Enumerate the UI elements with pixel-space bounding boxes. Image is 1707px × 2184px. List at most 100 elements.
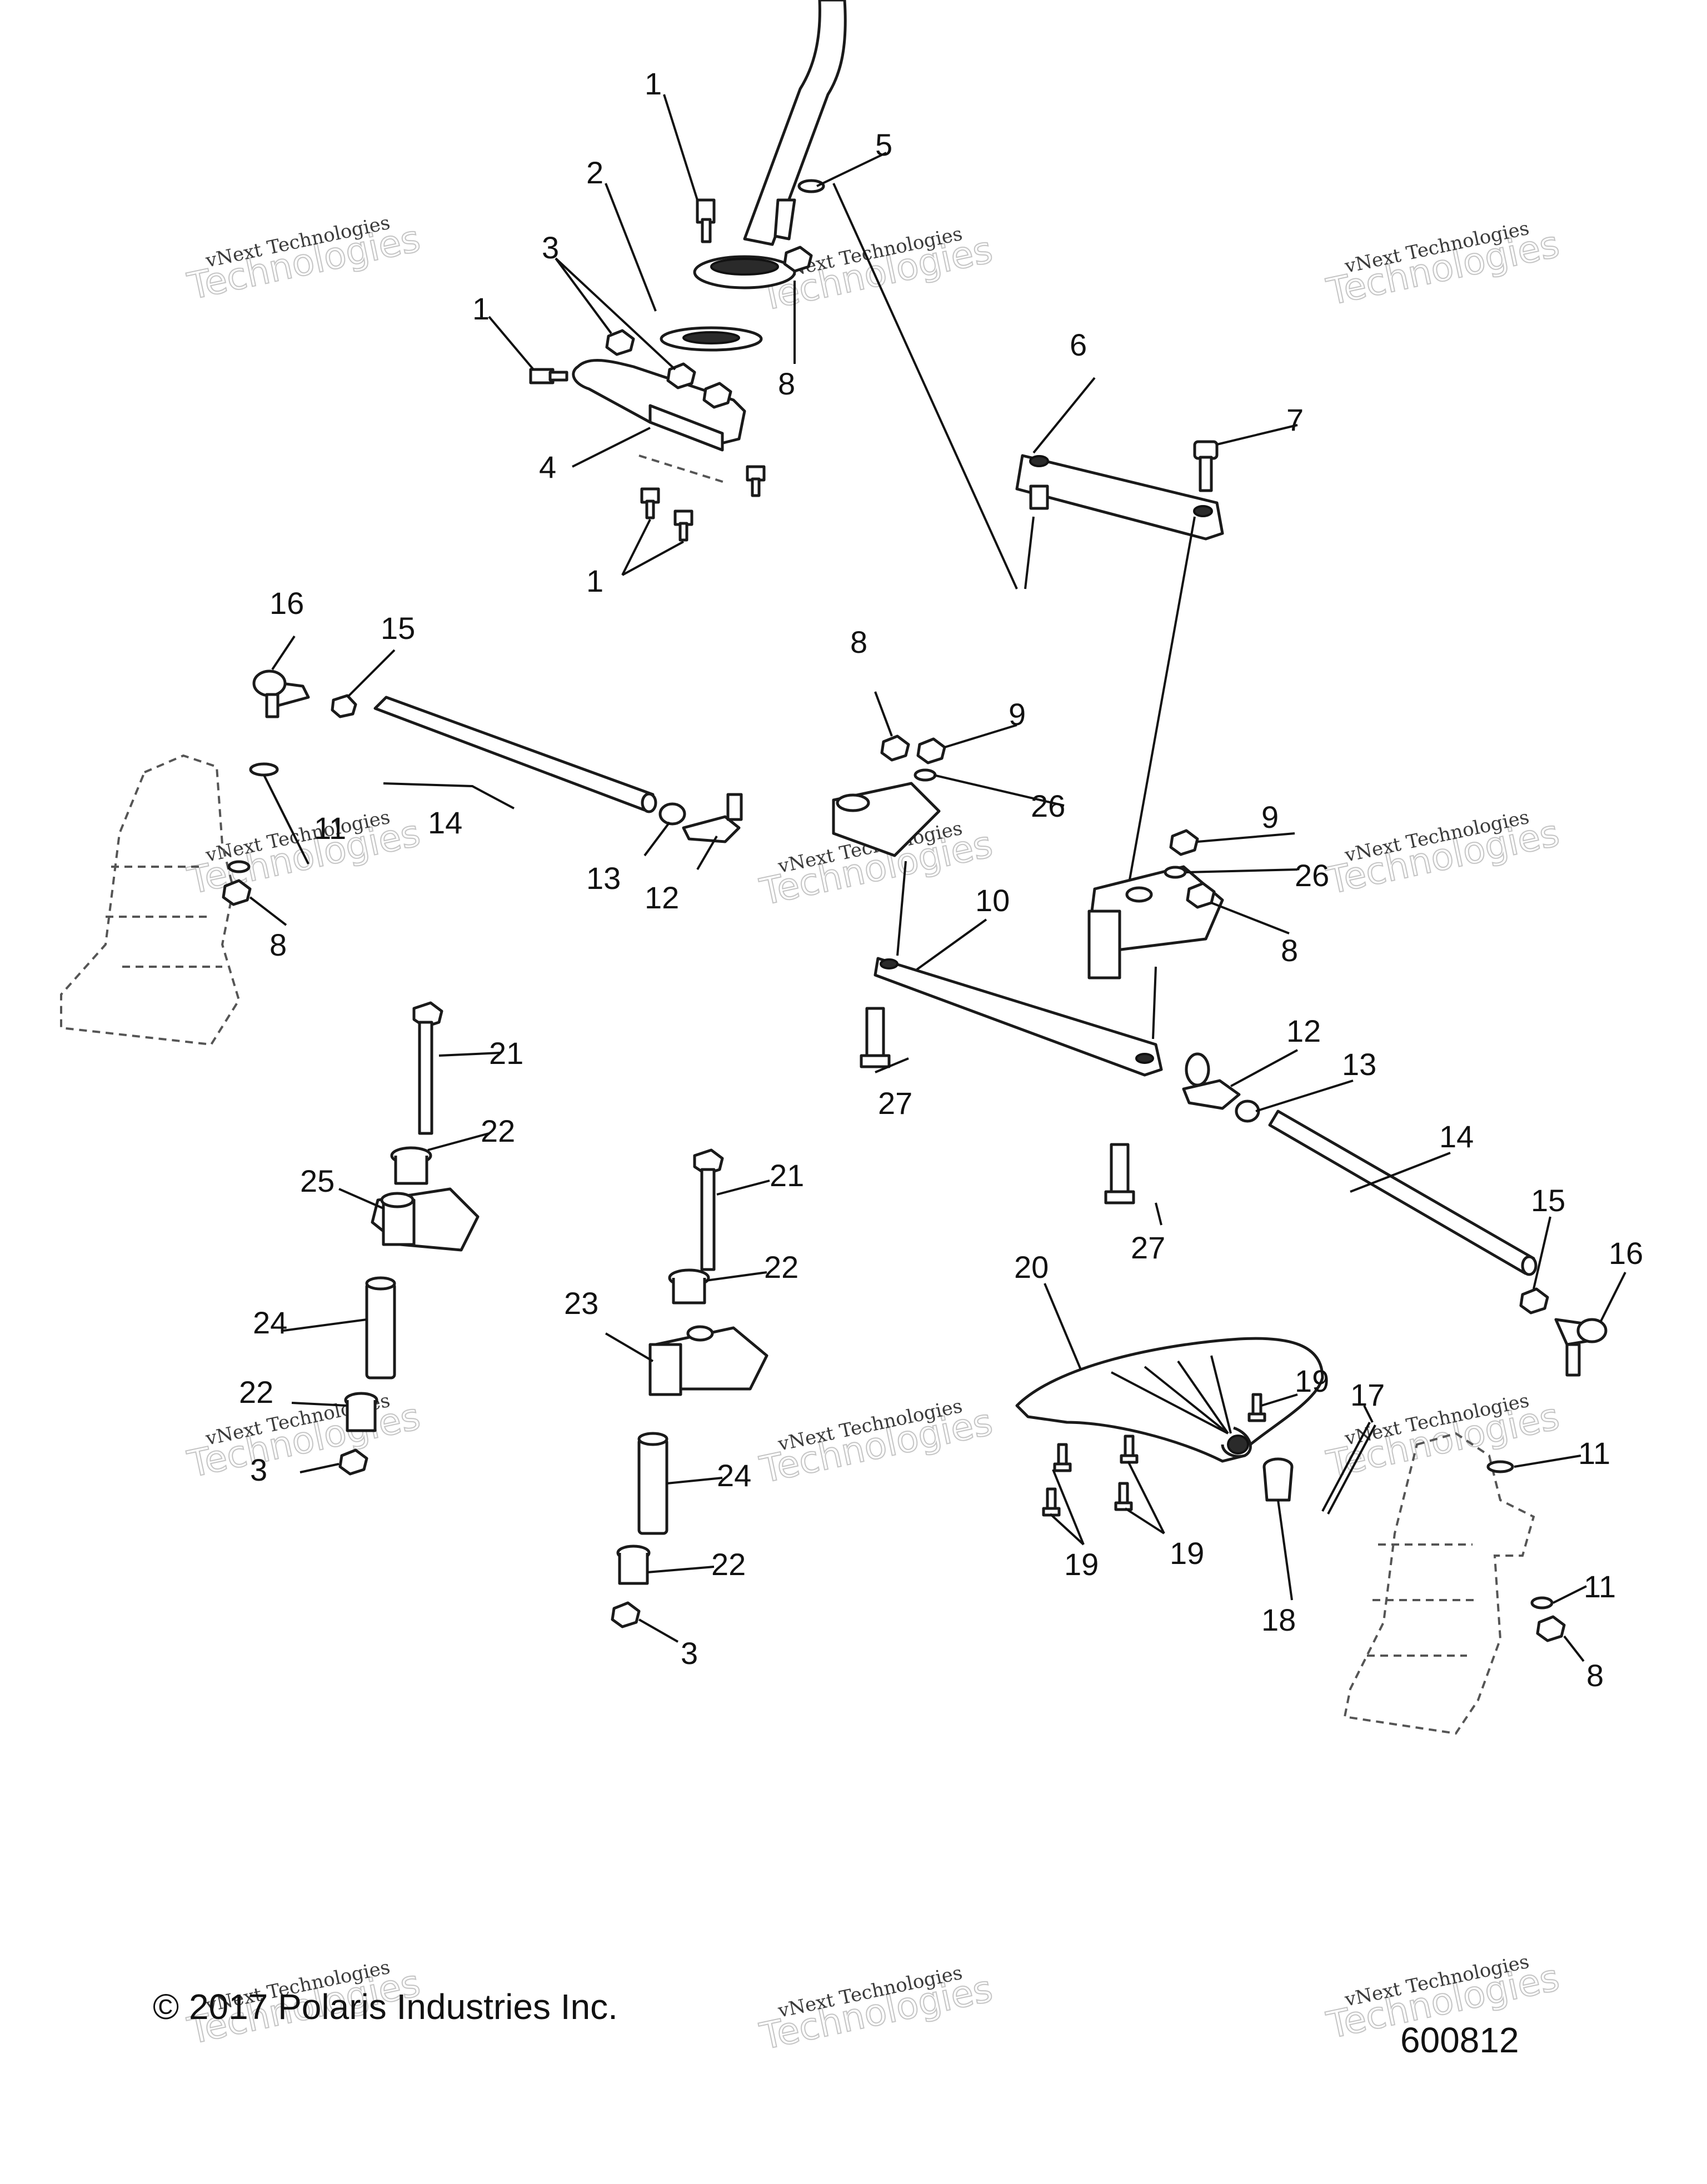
callout-24: 24: [253, 1305, 287, 1340]
callout-21: 21: [489, 1036, 523, 1071]
jam-nut: [658, 802, 686, 826]
washer: [227, 860, 251, 873]
callout-4: 4: [539, 449, 556, 484]
callout-26: 26: [1295, 858, 1329, 893]
callout-8: 8: [269, 927, 287, 962]
idler-bracket-lower-left: [371, 1187, 480, 1252]
screw: [1120, 1435, 1139, 1464]
assembly-line: [832, 183, 1018, 589]
callout-17: 17: [1350, 1377, 1385, 1412]
nut: [1169, 829, 1199, 856]
spacer-tube: [365, 1276, 396, 1380]
pitman-stud: [1029, 484, 1049, 510]
screw: [1114, 1482, 1133, 1511]
callout-12: 12: [1286, 1013, 1321, 1048]
nut: [783, 246, 813, 273]
callout-19: 19: [1170, 1536, 1204, 1571]
steering-knuckle-left: [60, 754, 241, 1046]
screw: [1247, 1393, 1266, 1422]
tie-rod-end-inner-right: [1182, 1052, 1241, 1110]
callout-11: 11: [1578, 1436, 1610, 1471]
callout-22: 22: [239, 1375, 273, 1410]
callout-13: 13: [586, 861, 621, 896]
hidden-line: [638, 454, 728, 484]
pitman-arm: [1015, 454, 1224, 541]
nut: [880, 734, 910, 762]
callout-labels: 1 2 3 1 4 5 8 1 6 7 16 15 11 14 13 12 8 …: [239, 66, 1643, 1693]
tie-rod-end-right: [1554, 1318, 1608, 1377]
callout-23: 23: [564, 1286, 598, 1321]
callout-5: 5: [875, 127, 892, 162]
callout-16: 16: [269, 586, 304, 621]
callout-13: 13: [1342, 1047, 1376, 1082]
callout-14: 14: [1439, 1119, 1474, 1154]
callout-14: 14: [428, 805, 462, 840]
callout-1: 1: [586, 563, 603, 598]
tie-rod-left: [373, 696, 657, 813]
callout-11: 11: [314, 811, 346, 846]
drag-link: [874, 957, 1163, 1077]
callout-1: 1: [472, 291, 490, 326]
spacer-tube: [637, 1432, 668, 1535]
callout-27: 27: [1131, 1230, 1165, 1265]
nut: [702, 382, 732, 409]
flange-bolt: [696, 198, 716, 243]
bushing: [390, 1146, 432, 1185]
callout-3: 3: [542, 230, 559, 265]
callout-26: 26: [1031, 788, 1065, 823]
screw: [1053, 1443, 1072, 1472]
cotter-pin: [1321, 1422, 1376, 1515]
washer: [1530, 1596, 1554, 1610]
bolt: [860, 1007, 891, 1068]
bolt: [1104, 1143, 1135, 1205]
washer: [797, 179, 825, 193]
cap-screw: [1193, 440, 1219, 492]
bushing: [668, 1268, 710, 1305]
callout-12: 12: [645, 880, 679, 915]
callout-19: 19: [1295, 1363, 1329, 1398]
long-bolt: [693, 1148, 724, 1271]
callout-20: 20: [1014, 1250, 1049, 1285]
callout-27: 27: [878, 1086, 912, 1121]
washer: [249, 762, 279, 777]
jam-nut: [1519, 1287, 1549, 1315]
nut: [338, 1448, 368, 1476]
bushing: [616, 1545, 651, 1585]
steering-bracket: [572, 359, 746, 452]
callout-9: 9: [1261, 799, 1279, 834]
callout-19: 19: [1064, 1547, 1099, 1582]
callout-22: 22: [481, 1113, 515, 1148]
washer: [1164, 866, 1187, 879]
callout-3: 3: [681, 1636, 698, 1671]
bushing-plate: [660, 326, 763, 352]
callout-11: 11: [1584, 1569, 1616, 1604]
screw: [1042, 1487, 1061, 1517]
callout-6: 6: [1070, 327, 1087, 362]
assembly-line: [1152, 966, 1157, 1039]
tie-rod-right: [1268, 1110, 1538, 1276]
callout-9: 9: [1009, 697, 1026, 732]
callout-10: 10: [975, 883, 1010, 918]
grommet: [1262, 1457, 1294, 1502]
nut: [605, 329, 635, 356]
callout-15: 15: [381, 611, 415, 646]
steering-bearing-flange: [693, 255, 796, 289]
drawing-number: 600812: [1400, 2020, 1519, 2060]
nut: [611, 1601, 641, 1628]
callout-8: 8: [1586, 1658, 1604, 1693]
steering-column: [743, 0, 847, 246]
assembly-line: [1127, 516, 1196, 889]
callout-22: 22: [764, 1250, 798, 1285]
callout-1: 1: [645, 66, 662, 101]
callout-15: 15: [1531, 1183, 1565, 1218]
steering-knuckle-right: [1343, 1432, 1535, 1735]
nut: [1186, 882, 1216, 909]
